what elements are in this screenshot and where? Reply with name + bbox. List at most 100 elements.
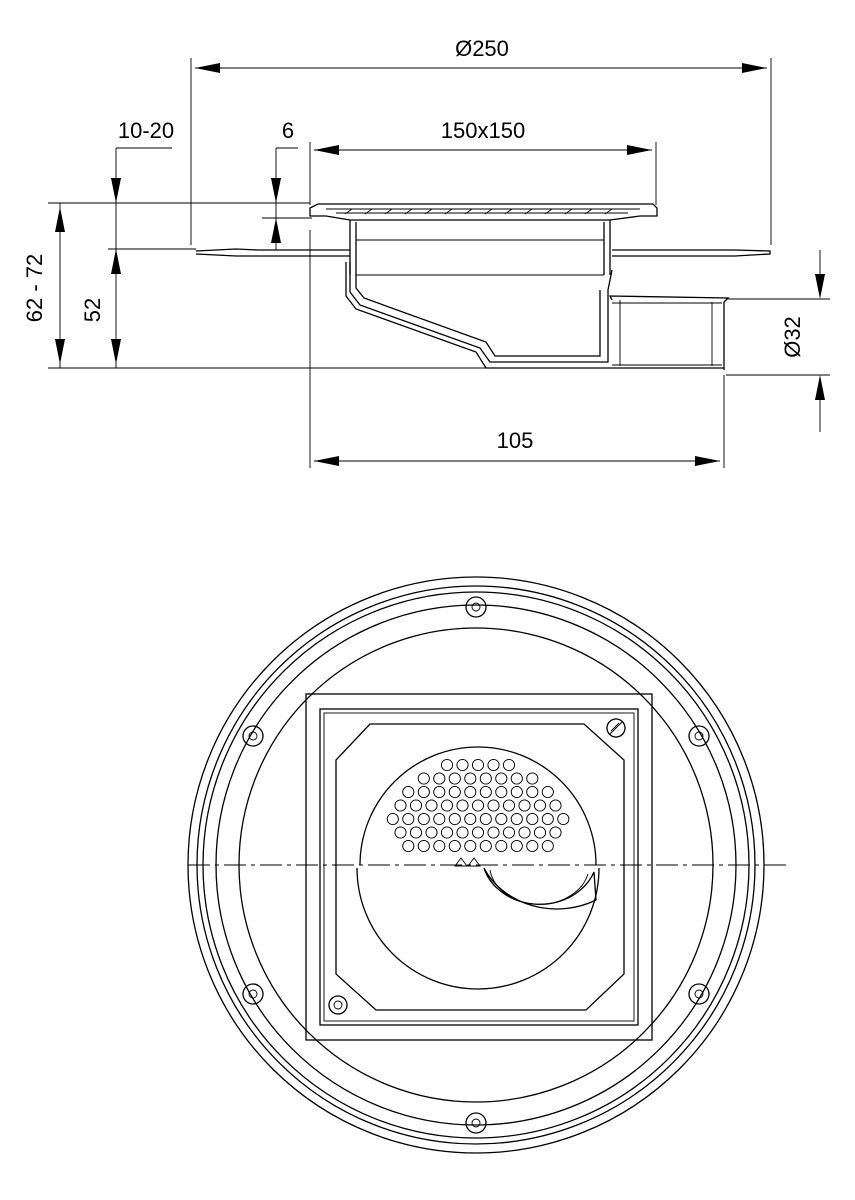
label-flange-diameter: Ø250 [455, 36, 509, 61]
grate-hole [433, 839, 446, 853]
screw-icon [688, 983, 710, 1005]
dim-tile-thickness: 10-20 [111, 118, 174, 274]
grate-hole [402, 812, 415, 826]
screw-icon [465, 596, 487, 618]
grate-hole [394, 826, 407, 839]
grate-hole [518, 799, 531, 812]
grate-hole [402, 785, 415, 799]
grate-hole [464, 785, 477, 799]
grate-hole [464, 812, 477, 826]
grate-hatching [344, 208, 613, 215]
dim-outlet-length: 105 [309, 230, 725, 468]
grate-hole [495, 785, 508, 799]
grate-hole [471, 799, 485, 812]
grate-hole [433, 785, 446, 799]
dim-total-height: 62 - 72 [22, 203, 65, 368]
grate-hole [394, 799, 407, 812]
grate-hole [425, 826, 438, 839]
grate-hole [510, 772, 523, 785]
grate-hole [526, 812, 539, 826]
grate-screw-icon [606, 718, 626, 738]
grate-hole [417, 839, 430, 853]
grate-hole [440, 799, 454, 812]
grate-hole [417, 785, 430, 799]
grate-hole [479, 839, 492, 853]
grate-hole [487, 799, 500, 812]
grate-hole [518, 826, 531, 839]
grate-hole [464, 772, 477, 785]
grate-hole [456, 799, 469, 812]
grate-hole [409, 826, 423, 839]
grate-hole [526, 839, 539, 853]
screw-icon [242, 725, 264, 747]
dim-flange-diameter: Ø250 [190, 36, 772, 245]
grate-hole [409, 799, 423, 812]
label-grate-size: 150x150 [441, 118, 525, 143]
grate-hole [471, 758, 485, 772]
perforated-grate [359, 746, 597, 867]
grate-hole [487, 758, 500, 772]
grate-hole [549, 826, 562, 839]
grate-hole [557, 812, 570, 826]
grate-hole [448, 785, 461, 799]
screw-icon [465, 1112, 487, 1134]
grate-frame [305, 693, 653, 1041]
dim-grate-size: 150x150 [309, 118, 657, 205]
grate-hole [502, 799, 516, 812]
dim-body-height: 52 [80, 258, 121, 368]
grate-hole [464, 839, 477, 853]
grate-hole [502, 826, 516, 839]
grate-hole [417, 772, 430, 785]
screw-icon [688, 725, 710, 747]
label-tile-thickness: 10-20 [118, 118, 174, 143]
grate-hole [510, 785, 523, 799]
grate-hole [386, 812, 399, 826]
grate-hole [425, 799, 438, 812]
reference-lines [48, 202, 486, 369]
grate-hole [510, 812, 523, 826]
grate-hole [502, 758, 516, 772]
side-section-view: Ø250 150x150 10-20 6 [22, 36, 830, 468]
grate-hole [541, 839, 554, 853]
grate-hole [433, 812, 446, 826]
top-plan-view [187, 576, 790, 1154]
grate-hole [456, 826, 469, 839]
grate-hole [541, 785, 554, 799]
grate-hole [510, 839, 523, 853]
grate-hole [456, 758, 469, 772]
label-outlet-diameter: Ø32 [780, 316, 805, 358]
grate-hole [495, 772, 508, 785]
grate-hole [479, 812, 492, 826]
drain-body-section [195, 203, 771, 370]
dim-grate-depth: 6 [271, 118, 298, 250]
flange-screws [242, 596, 710, 1134]
grate-hole [440, 758, 454, 772]
grate-hole [471, 826, 485, 839]
grate-screw-icon [328, 995, 348, 1015]
grate-hole [495, 812, 508, 826]
grate-hole [433, 772, 446, 785]
grate-hole [417, 812, 430, 826]
grate-hole [448, 772, 461, 785]
grate-hole [448, 839, 461, 853]
grate-hole [526, 772, 539, 785]
grate-hole [448, 812, 461, 826]
grate-hole [440, 826, 454, 839]
grate-hole [479, 785, 492, 799]
label-grate-depth: 6 [282, 118, 294, 143]
label-outlet-length: 105 [497, 428, 534, 453]
screw-icon [242, 983, 264, 1005]
grate-hole [533, 826, 547, 839]
trap-cup [356, 867, 600, 990]
grate-hole [487, 826, 500, 839]
grate-hole [495, 839, 508, 853]
grate-hole [533, 799, 547, 812]
grate-holes [386, 758, 570, 853]
grate-hole [402, 839, 415, 853]
grate-hole [526, 785, 539, 799]
grate-hole [549, 799, 562, 812]
grate-hole [479, 772, 492, 785]
label-body-height: 52 [80, 298, 105, 322]
dim-outlet-diameter: Ø32 [726, 250, 830, 432]
